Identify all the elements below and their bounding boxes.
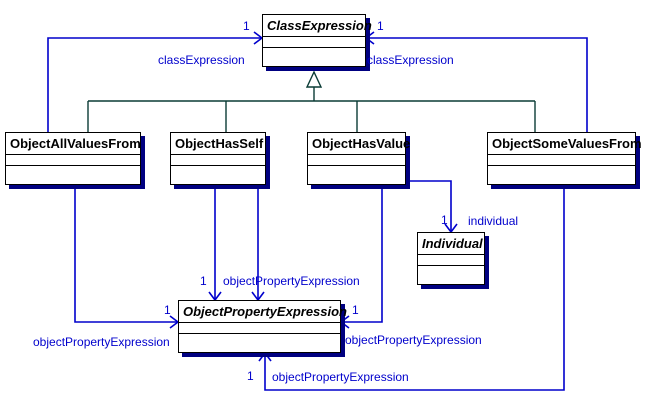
class-name-objecthasvalue: ObjectHasValue (308, 133, 410, 155)
class-box-objectallvaluesfrom[interactable]: ObjectAllValuesFrom (5, 132, 141, 185)
association-line (341, 185, 383, 323)
class-box-objecthasvalue[interactable]: ObjectHasValue (307, 132, 410, 185)
class-name-individual: Individual (418, 233, 484, 255)
association-line (406, 180, 452, 232)
association-ope-from-objectsomevaluesfrom-right (339, 185, 383, 329)
role-label-ope-left: objectPropertyExpression (33, 335, 170, 349)
association-classexpression-right (364, 31, 588, 132)
multiplicity-ope-right: 1 (352, 303, 359, 317)
association-ope-from-objectallvaluesfrom (74, 185, 180, 329)
multiplicity-ope-bottom: 1 (247, 369, 254, 383)
class-box-individual[interactable]: Individual (417, 232, 485, 285)
generalization-group (87, 70, 536, 132)
generalization-triangle-icon (305, 70, 323, 88)
multiplicity-classexpression-right: 1 (377, 19, 384, 33)
role-label-ope-right: objectPropertyExpression (345, 333, 482, 347)
class-attributes-compartment (488, 155, 635, 166)
arrowhead-icon (364, 31, 375, 45)
class-attributes-compartment (179, 323, 340, 334)
role-label-classexpression-left: classExpression (158, 53, 245, 67)
role-label-ope-bottom: objectPropertyExpression (272, 370, 409, 384)
class-box-objectpropertyexpression[interactable]: ObjectPropertyExpression (178, 300, 347, 353)
class-attributes-compartment (6, 155, 140, 166)
class-name-objectpropertyexpression: ObjectPropertyExpression (179, 301, 347, 323)
association-line (366, 37, 588, 132)
arrowhead-icon (258, 351, 272, 362)
class-box-classexpression[interactable]: ClassExpression (262, 14, 372, 67)
association-classexpression-left (47, 31, 264, 132)
multiplicity-individual: 1 (441, 213, 448, 227)
class-attributes-compartment (308, 155, 405, 166)
class-name-objectsomevaluesfrom: ObjectSomeValuesFrom (488, 133, 642, 155)
role-label-classexpression-right: classExpression (367, 53, 454, 67)
class-attributes-compartment (263, 37, 365, 48)
multiplicity-ope-left: 1 (164, 303, 171, 317)
association-ope-from-objecthasself (208, 185, 222, 302)
association-ope-from-objectsomevaluesfrom-bottom (258, 185, 565, 391)
class-box-objectsomevaluesfrom[interactable]: ObjectSomeValuesFrom (487, 132, 642, 185)
role-label-ope-top: objectPropertyExpression (223, 274, 360, 288)
class-name-classexpression: ClassExpression (263, 15, 372, 37)
multiplicity-ope-top: 1 (200, 274, 207, 288)
role-label-individual: individual (468, 214, 519, 228)
association-line (47, 37, 262, 132)
association-line (74, 185, 178, 323)
association-line (264, 185, 565, 391)
arrowhead-icon (339, 315, 350, 329)
class-name-objecthasself: ObjectHasSelf (171, 133, 265, 155)
association-individual (406, 180, 458, 234)
class-box-objecthasself[interactable]: ObjectHasSelf (170, 132, 266, 185)
multiplicity-classexpression-left: 1 (243, 19, 250, 33)
class-attributes-compartment (418, 255, 484, 266)
class-attributes-compartment (171, 155, 265, 166)
class-name-objectallvaluesfrom: ObjectAllValuesFrom (6, 133, 141, 155)
